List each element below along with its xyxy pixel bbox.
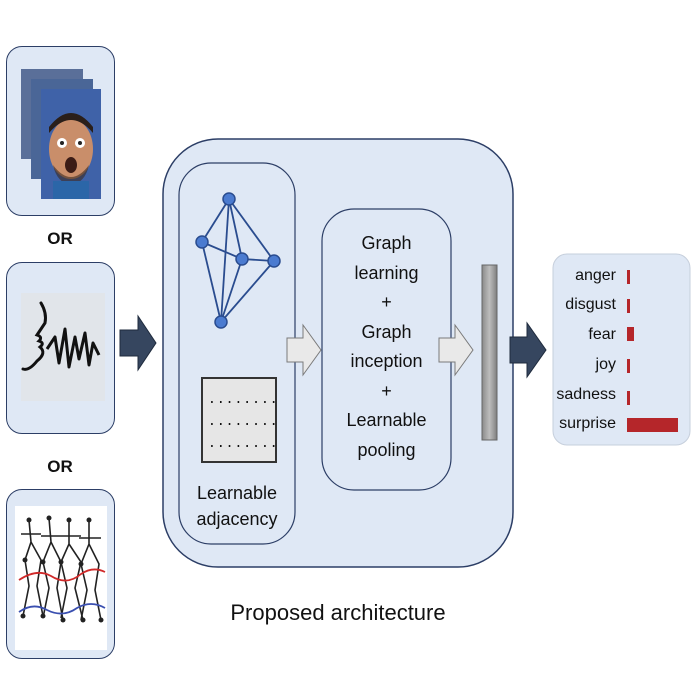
feature-vector-bar <box>481 264 498 441</box>
face-image-stack <box>21 69 101 199</box>
speech-input-panel <box>6 262 115 434</box>
emotion-label-sadness: sadness <box>556 386 616 403</box>
skeleton-input-panel <box>6 489 115 659</box>
architecture-caption: Proposed architecture <box>230 600 446 625</box>
face-input-panel <box>6 46 115 216</box>
emotion-bar-anger <box>627 270 630 284</box>
or-label-2: OR <box>47 457 73 476</box>
graph-block-line: + <box>381 292 392 312</box>
emotion-label-disgust: disgust <box>565 296 616 313</box>
output-arrow-icon <box>509 321 547 379</box>
emotion-bar-fear <box>627 327 634 341</box>
graph-block-text: Graph learning + Graph inception + Learn… <box>322 229 451 465</box>
block-arrow-icon <box>286 323 322 377</box>
emotion-bar-sadness <box>627 391 630 405</box>
graph-block-line: Graph <box>361 321 412 342</box>
emotion-label-fear: fear <box>588 326 616 343</box>
speech-waveform-image <box>21 293 105 401</box>
input-arrow-icon <box>119 314 157 372</box>
emotion-bar-joy <box>627 359 630 373</box>
graph-network-icon <box>195 192 281 329</box>
adjacency-label: Learnable adjacency <box>180 480 294 532</box>
matrix-row: ........ <box>208 392 279 407</box>
graph-block-line: learning <box>354 262 419 283</box>
graph-block-line: + <box>381 380 392 401</box>
adjacency-label-line1: Learnable <box>196 483 278 503</box>
or-label-1: OR <box>47 229 73 248</box>
graph-block-line: inception <box>350 351 423 371</box>
graph-block-line: pooling <box>357 439 416 460</box>
emotion-label-surprise: surprise <box>559 415 616 432</box>
matrix-row: ........ <box>208 436 279 451</box>
emotion-bar-surprise <box>627 418 678 432</box>
graph-block-line: Learnable <box>346 410 427 430</box>
adjacency-label-line2: adjacency <box>196 509 278 529</box>
block-arrow-icon <box>438 323 474 377</box>
emotion-output-panel <box>552 253 691 446</box>
adjacency-matrix-icon <box>201 377 277 463</box>
graph-block-line: Graph <box>361 233 412 253</box>
matrix-row: ........ <box>208 414 279 429</box>
emotion-label-joy: joy <box>595 356 616 373</box>
emotion-label-anger: anger <box>575 267 616 284</box>
emotion-bar-disgust <box>627 299 630 313</box>
skeleton-sequence-image <box>15 506 107 650</box>
